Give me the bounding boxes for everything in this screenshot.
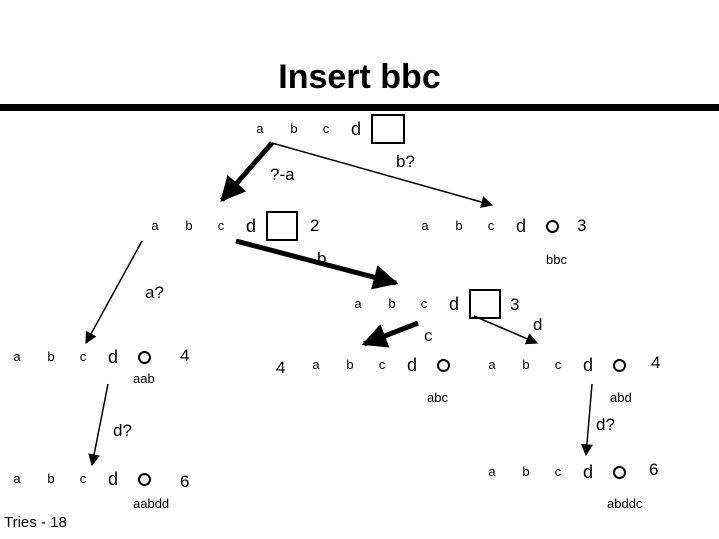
leaf-word: aabdd — [133, 496, 170, 511]
edge-label-left-a: a? — [145, 283, 164, 302]
cell-b: b — [522, 464, 530, 479]
edge-label-abd-d: d? — [596, 415, 615, 434]
edge-root-left — [220, 141, 274, 202]
circle-icon — [137, 473, 151, 487]
leaf-word: abddc — [607, 496, 643, 511]
end-marker — [603, 350, 635, 380]
cell-b: b — [455, 218, 463, 233]
cell-d: d — [107, 347, 118, 367]
cell-a: a — [151, 218, 159, 233]
edge-label-aab-d: d? — [113, 421, 132, 440]
cell-b: b — [47, 349, 55, 364]
cell-a: a — [354, 296, 362, 311]
leaf-word: abc — [427, 390, 448, 405]
cell-c: c — [79, 471, 87, 486]
node-count: 4 — [651, 353, 661, 372]
trie-node-mid: a b c d — [341, 289, 501, 319]
trie-leaf-abc: a b c d — [299, 350, 459, 380]
cell-a: a — [421, 218, 429, 233]
slide-footer: Tries - 18 — [4, 514, 67, 531]
cell-c: c — [487, 218, 495, 233]
cell-a: a — [312, 357, 320, 372]
cell-b: b — [522, 357, 530, 372]
edge-label-root-left: ?-a — [270, 165, 295, 184]
end-marker — [128, 342, 160, 372]
cell-b: b — [185, 218, 193, 233]
cell-c: c — [217, 218, 225, 233]
trie-leaf-abd: a b c d — [475, 350, 635, 380]
node-count: 6 — [180, 472, 190, 491]
trie-leaf-abddc: a b c d — [475, 457, 635, 487]
edge-aab-aabdd — [88, 383, 109, 467]
cell-c: c — [322, 121, 330, 136]
node-count: 6 — [649, 460, 659, 479]
end-marker — [536, 211, 568, 241]
cell-c: c — [420, 296, 428, 311]
trie-leaf-aabdd: a b c d — [0, 464, 160, 494]
edge-mid-abc — [361, 320, 419, 348]
leaf-word: abd — [610, 390, 632, 405]
node-count: 4 — [276, 358, 286, 377]
end-marker — [427, 350, 459, 380]
edge-abd-abddc — [580, 383, 593, 457]
title-divider — [0, 104, 719, 111]
cell-a: a — [488, 357, 496, 372]
node-count: 3 — [577, 216, 587, 235]
cell-d: d — [448, 294, 459, 314]
cell-d: d — [406, 355, 417, 375]
cell-d: d — [350, 119, 361, 139]
end-marker — [128, 464, 160, 494]
cell-a: a — [13, 349, 21, 364]
edge-mid-abd — [473, 315, 539, 345]
cell-d: d — [107, 469, 118, 489]
cell-a: a — [256, 121, 264, 136]
trie-leaf-aab: a b c d — [0, 342, 160, 372]
cell-c: c — [554, 464, 562, 479]
slide-title: Insert bbc — [278, 58, 441, 96]
leaf-word: aab — [133, 371, 155, 386]
cell-b: b — [290, 121, 298, 136]
cell-c: c — [554, 357, 562, 372]
cell-end — [266, 211, 298, 241]
node-count: 2 — [310, 216, 320, 235]
edge-left-mid — [235, 238, 399, 290]
node-count: 4 — [180, 346, 190, 365]
cell-d: d — [582, 462, 593, 482]
end-marker — [603, 457, 635, 487]
edge-label-left-b: b — [317, 249, 327, 268]
circle-icon — [436, 359, 450, 373]
edge-left-aab — [85, 240, 143, 345]
cell-d: d — [582, 355, 593, 375]
edge-label-right-bbc: bbc — [546, 252, 567, 267]
cell-end — [371, 114, 405, 144]
circle-icon — [545, 220, 559, 234]
circle-icon — [612, 466, 626, 480]
cell-a: a — [488, 464, 496, 479]
cell-b: b — [388, 296, 396, 311]
trie-node-root: a b c d — [243, 114, 405, 144]
node-count: 3 — [510, 295, 520, 314]
circle-icon — [137, 351, 151, 365]
cell-c: c — [79, 349, 87, 364]
cell-end — [469, 289, 501, 319]
cell-d: d — [245, 216, 256, 236]
trie-node-left: a b c d — [138, 211, 298, 241]
cell-a: a — [13, 471, 21, 486]
trie-node-right: a b c d — [408, 211, 568, 241]
cell-c: c — [378, 357, 386, 372]
cell-b: b — [47, 471, 55, 486]
cell-b: b — [346, 357, 354, 372]
circle-icon — [612, 359, 626, 373]
edge-label-root-right: b? — [396, 152, 415, 171]
edge-label-mid-c: c — [424, 326, 433, 345]
edge-root-right — [271, 142, 494, 208]
cell-d: d — [515, 216, 526, 236]
edge-label-mid-d: d — [533, 315, 543, 334]
